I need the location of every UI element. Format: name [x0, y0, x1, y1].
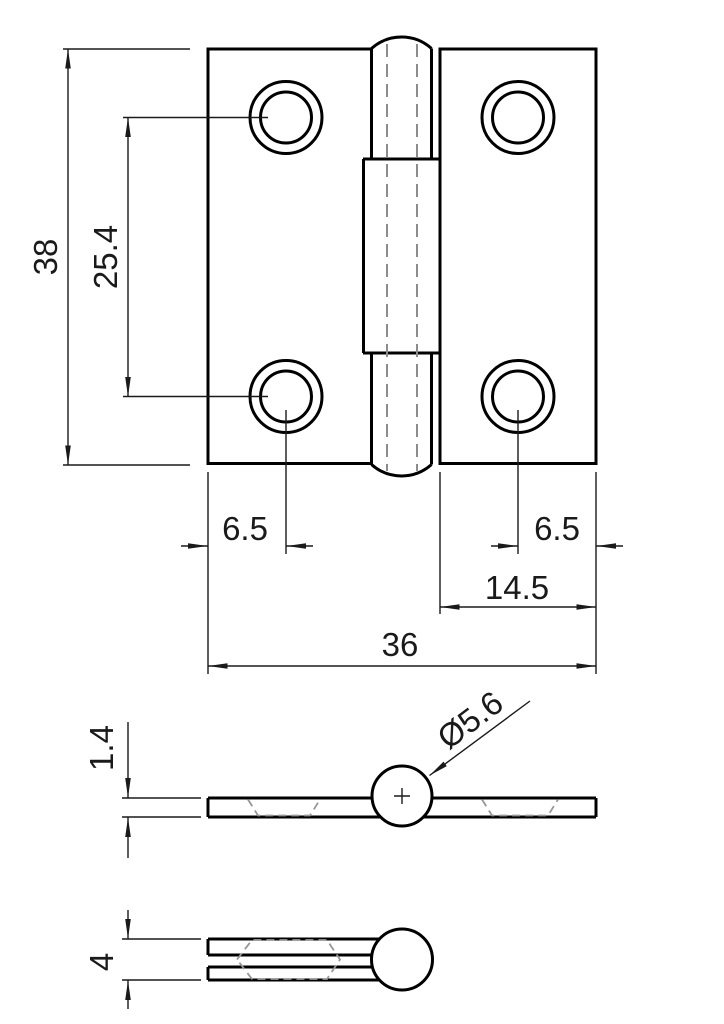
- dimension-right-leaf-width-14-5: 14.5: [439, 472, 596, 614]
- dimension-label-leaf-thickness: 1.4: [83, 725, 120, 771]
- dimension-hole-pitch-25-4: 25.4: [87, 116, 268, 398]
- dimension-folded-thickness-4: 4: [83, 910, 201, 1009]
- countersink-hidden-left: [247, 799, 321, 817]
- knuckle-top-dome: [370, 35, 433, 50]
- screw-hole-top-right: [480, 80, 556, 155]
- dimension-label-hole-offset-left: 6.5: [222, 510, 268, 547]
- knuckle-bottom-dome: [370, 463, 433, 478]
- right-leaf-outline: [438, 47, 598, 465]
- center-mark: [394, 788, 410, 804]
- leader-line: [429, 700, 531, 777]
- dimension-overall-height-38: 38: [27, 48, 190, 466]
- dimension-label-folded-thickness: 4: [83, 953, 120, 971]
- dimension-leaf-thickness-1-4: 1.4: [83, 722, 201, 858]
- dimension-label-right-leaf-width: 14.5: [485, 569, 549, 606]
- dimension-hole-offset-left-6-5: 6.5: [181, 410, 313, 674]
- knuckle-circle: [370, 764, 434, 828]
- dimension-knuckle-diameter-5-6: Ø5.6: [429, 684, 531, 777]
- dimension-label-hole-offset-right: 6.5: [534, 510, 580, 547]
- dimension-label-hole-pitch: 25.4: [87, 225, 124, 289]
- side-view-folded: [206, 927, 434, 992]
- knuckle-circle-folded: [370, 927, 434, 992]
- dimension-overall-width-36: 36: [208, 626, 596, 669]
- side-view-open: [206, 764, 598, 828]
- dimension-label-overall-height: 38: [27, 239, 64, 276]
- left-leaf-outline: [206, 47, 372, 465]
- countersink-hidden-folded: [235, 939, 342, 980]
- front-view: [206, 35, 598, 478]
- dimension-hole-offset-right-6-5: 6.5: [491, 410, 623, 674]
- dimension-label-overall-width: 36: [382, 626, 419, 663]
- countersink-hidden-right: [481, 799, 559, 817]
